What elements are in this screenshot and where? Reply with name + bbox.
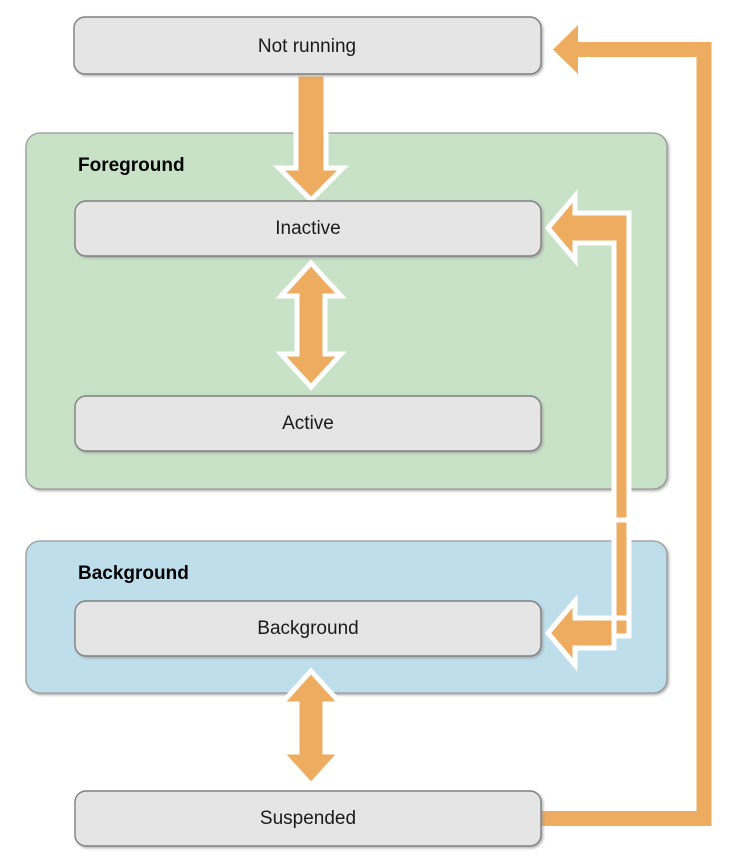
arrow-path-suspended-background <box>544 517 632 672</box>
state-box-background[interactable]: Background <box>74 600 542 657</box>
state-box-not-running[interactable]: Not running <box>73 16 542 75</box>
inactive-box-label: Inactive <box>275 218 340 239</box>
not-running-box-rect[interactable] <box>73 16 542 75</box>
transition-inactive-active <box>275 259 347 391</box>
inactive-box-rect[interactable] <box>74 200 542 257</box>
arrow-path-inactive-active <box>275 259 347 391</box>
state-box-inactive[interactable]: Inactive <box>74 200 542 257</box>
transition-not-running-to-inactive <box>272 71 350 204</box>
not-running-box-label: Not running <box>258 36 356 57</box>
suspended-box-label: Suspended <box>260 808 356 829</box>
background-panel-label: Background <box>78 563 189 584</box>
state-box-active[interactable]: Active <box>74 395 542 452</box>
background-box-rect[interactable] <box>74 600 542 657</box>
arrow-path-not-running-inactive <box>272 71 350 204</box>
foreground-panel-label: Foreground <box>78 155 185 176</box>
arrow-path-background-suspended <box>275 667 347 789</box>
transition-suspended-to-background <box>544 517 632 672</box>
suspended-box-rect[interactable] <box>74 790 542 847</box>
state-box-suspended[interactable]: Suspended <box>74 790 542 847</box>
active-box-label: Active <box>282 413 334 434</box>
background-box-label: Background <box>257 618 358 639</box>
active-box-rect[interactable] <box>74 395 542 452</box>
transition-background-suspended <box>275 667 347 789</box>
